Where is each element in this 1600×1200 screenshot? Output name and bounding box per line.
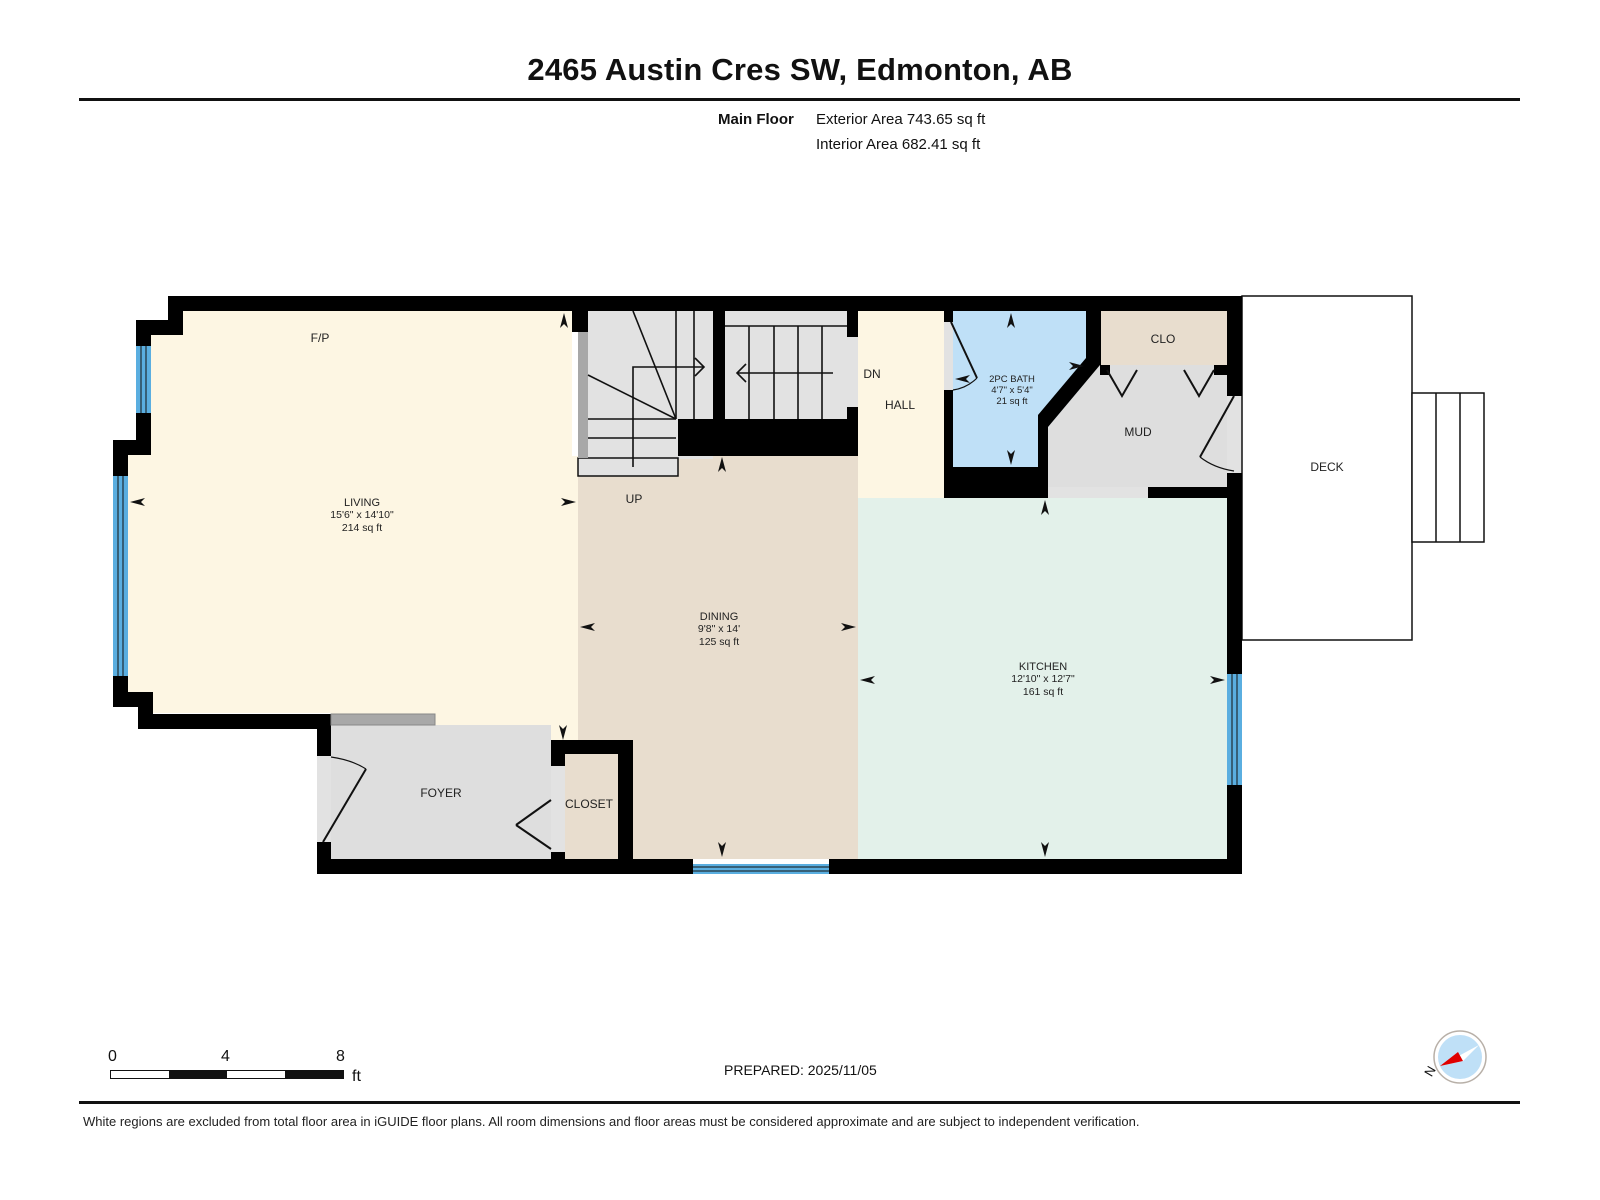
- scale-tick-8: 8: [336, 1048, 345, 1065]
- door-closet: [515, 799, 552, 850]
- room-kitchen: [858, 498, 1227, 859]
- room-mud: [1048, 365, 1227, 487]
- living-name: LIVING: [344, 497, 380, 509]
- mud-label: MUD: [1124, 425, 1152, 439]
- room-labels: F/P LIVING 15'6" x 14'10" 214 sq ft UP D…: [311, 331, 1344, 811]
- deck-label: DECK: [1310, 460, 1343, 474]
- stairs-down-label: DN: [863, 367, 880, 381]
- room-fills: [128, 311, 1242, 859]
- dining-dims: 9'8" x 14': [698, 623, 740, 635]
- prepared-date: PREPARED: 2025/11/05: [724, 1062, 877, 1078]
- foyer-label: FOYER: [420, 786, 462, 800]
- walls: [113, 296, 1242, 874]
- foyer-entry-opening: [317, 756, 331, 842]
- doors: [322, 321, 1235, 850]
- scale-tick-0: 0: [108, 1048, 117, 1065]
- footer-divider: [79, 1101, 1520, 1104]
- scale-bar-segments: [110, 1070, 344, 1079]
- stair-opening: [847, 337, 858, 407]
- mud-opening: [1048, 487, 1148, 498]
- scale-tick-4: 4: [221, 1048, 230, 1065]
- interior-area: Interior Area 682.41 sq ft: [816, 136, 981, 153]
- compass-icon: N: [1421, 1030, 1487, 1084]
- closet-door-opening: [551, 766, 565, 852]
- window-kitchen: [1227, 674, 1242, 785]
- door-foyer-entry: [322, 756, 367, 843]
- stairs-up-arrow: [632, 366, 704, 467]
- stairs-up-label: UP: [626, 492, 643, 506]
- dimension-markers: [130, 313, 1225, 857]
- stairs: [587, 310, 847, 467]
- page-title: 2465 Austin Cres SW, Edmonton, AB: [527, 52, 1073, 87]
- railings: [330, 332, 588, 726]
- windows: [113, 346, 1242, 874]
- deck-stairs: [1411, 392, 1485, 543]
- fireplace-label: F/P: [311, 331, 330, 345]
- kitchen-name: KITCHEN: [1019, 661, 1067, 673]
- room-foyer: [331, 725, 551, 859]
- door-mud-exterior: [1199, 395, 1235, 472]
- room-closet: [565, 754, 618, 859]
- hall-label: HALL: [885, 398, 915, 412]
- stairs-landing-step: [577, 457, 679, 477]
- kitchen-area: 161 sq ft: [1023, 686, 1063, 698]
- disclaimer-text: White regions are excluded from total fl…: [83, 1114, 1140, 1129]
- scale-unit: ft: [352, 1068, 361, 1085]
- dining-area: 125 sq ft: [699, 636, 739, 648]
- bath-dims: 4'7" x 5'4": [991, 385, 1033, 396]
- clo-label: CLO: [1151, 332, 1176, 346]
- bath-door-opening: [944, 322, 953, 390]
- floor-label: Main Floor: [718, 111, 794, 128]
- bath-name: 2PC BATH: [989, 374, 1035, 385]
- mud-exterior-door-opening: [1227, 396, 1242, 473]
- door-clo: [1106, 369, 1215, 399]
- door-bath: [950, 321, 978, 391]
- dining-name: DINING: [700, 611, 739, 623]
- bath-area: 21 sq ft: [996, 396, 1028, 407]
- room-hall: [858, 311, 944, 498]
- window-living-upper: [136, 346, 151, 413]
- living-area: 214 sq ft: [342, 522, 382, 534]
- closet-label: CLOSET: [565, 797, 614, 811]
- room-clo: [1101, 311, 1227, 365]
- room-living: [128, 311, 578, 740]
- window-living-main: [113, 476, 128, 676]
- kitchen-dims: 12'10" x 12'7": [1011, 673, 1075, 685]
- scale-bar: 0 4 8 ft: [108, 1048, 368, 1088]
- stairs-down-area: [725, 311, 847, 419]
- window-dining: [693, 864, 829, 874]
- exterior-area: Exterior Area 743.65 sq ft: [816, 111, 986, 128]
- header-divider: [79, 98, 1520, 101]
- living-dims: 15'6" x 14'10": [330, 509, 394, 521]
- deck: [1241, 295, 1485, 641]
